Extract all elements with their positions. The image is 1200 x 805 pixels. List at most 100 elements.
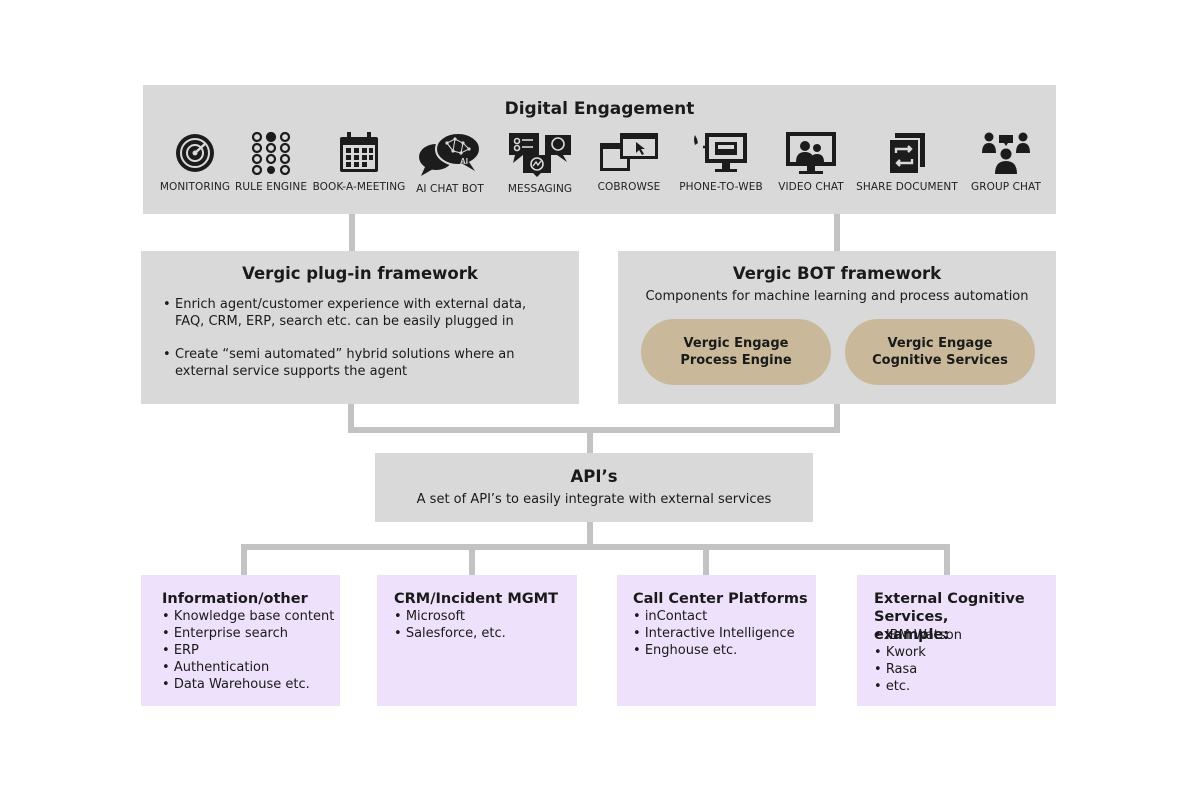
pill-line: Cognitive Services (872, 353, 1008, 368)
connector (944, 544, 950, 575)
connector (241, 544, 950, 550)
integration-title: CRM/Incident MGMT (394, 591, 558, 607)
channel-cobrowse: COBROWSE (577, 131, 681, 193)
list-item-text: IBM Watson (885, 628, 962, 643)
channel-ai-chat-bot: AI AI CHAT BOT (398, 131, 502, 195)
apis-title: API’s (570, 467, 618, 486)
group-chat-icon (982, 132, 1030, 174)
cognitive-services-pill: Vergic Engage Cognitive Services (845, 319, 1035, 385)
plugin-framework-panel: Vergic plug-in framework • Enrich agent/… (141, 251, 579, 404)
list-item: • ERP (162, 642, 334, 659)
list-item-text: Microsoft (405, 609, 465, 624)
list-item-text: Rasa (885, 662, 918, 677)
list-item-text: ERP (173, 643, 199, 658)
list-item-text: Knowledge base content (173, 609, 335, 624)
list-item-text: Enterprise search (173, 626, 289, 641)
channel-label: AI CHAT BOT (416, 183, 484, 195)
bullet-dot: • (163, 347, 171, 362)
cobrowse-icon (600, 133, 658, 171)
channel-rule-engine: RULE ENGINE (219, 131, 323, 193)
integration-title: External Cognitive Services, example: (874, 591, 1025, 643)
list-item: • inContact (633, 608, 810, 625)
bullet-dot: • (162, 643, 170, 658)
integration-list: • IBM Watson • Kwork • Rasa • etc. (874, 627, 1050, 695)
channel-label: COBROWSE (597, 181, 661, 193)
channel-label: GROUP CHAT (970, 181, 1042, 193)
integration-list: • Microsoft • Salesforce, etc. (394, 608, 571, 642)
rule-grid-icon (251, 131, 291, 175)
plugin-bullet: • Create “semi automated” hybrid solutio… (163, 346, 559, 380)
integration-crm-box: CRM/Incident MGMT • Microsoft • Salesfor… (377, 575, 577, 706)
bullet-dot: • (394, 609, 402, 624)
list-item: • etc. (874, 678, 1050, 695)
list-item: • Salesforce, etc. (394, 625, 571, 642)
channel-label: SHARE DOCUMENT (856, 181, 958, 193)
list-item-text: inContact (644, 609, 708, 624)
list-item: • Knowledge base content (162, 608, 334, 625)
ai-chat-icon: AI (419, 132, 481, 176)
bullet-dot: • (874, 628, 882, 643)
digital-engagement-title: Digital Engagement (504, 99, 695, 119)
integration-information-box: Information/other • Knowledge base conte… (141, 575, 340, 706)
bullet-dot: • (162, 609, 170, 624)
phone-to-web-icon (694, 133, 747, 172)
pill-line: Vergic Engage (887, 336, 993, 351)
integration-title: Information/other (162, 591, 308, 607)
channel-messaging: MESSAGING (488, 131, 592, 195)
bot-framework-panel: Vergic BOT framework Components for mach… (618, 251, 1056, 404)
connector (348, 404, 354, 433)
list-item-text: Interactive Intelligence (644, 626, 795, 641)
channel-label: PHONE-TO-WEB (679, 181, 763, 193)
plugin-bullet: • Enrich agent/customer experience with … (163, 296, 559, 330)
connector (348, 427, 840, 433)
bot-framework-title: Vergic BOT framework (732, 264, 942, 283)
bullet-dot: • (162, 677, 170, 692)
channel-label: RULE ENGINE (234, 181, 308, 193)
integration-call-center-box: Call Center Platforms • inContact • Inte… (617, 575, 816, 706)
bullet-dot: • (163, 297, 171, 312)
channel-book-a-meeting: BOOK-A-MEETING (307, 131, 411, 193)
channel-label: BOOK-A-MEETING (312, 181, 406, 193)
list-item: • Kwork (874, 644, 1050, 661)
bullet-dot: • (394, 626, 402, 641)
channel-label: MESSAGING (507, 183, 573, 195)
bullet-dot: • (633, 626, 641, 641)
connector (834, 404, 840, 433)
integration-list: • Knowledge base content • Enterprise se… (162, 608, 334, 693)
process-engine-pill: Vergic Engage Process Engine (641, 319, 831, 385)
bullet-dot: • (162, 626, 170, 641)
connector (349, 214, 355, 251)
bullet-dot: • (874, 679, 882, 694)
channel-video-chat: VIDEO CHAT (759, 131, 863, 193)
bullet-dot: • (874, 662, 882, 677)
ai-icon-text: AI (460, 157, 468, 166)
list-item: • IBM Watson (874, 627, 1050, 644)
connector (241, 544, 247, 575)
plugin-bullet-line: Create “semi automated” hybrid solutions… (175, 347, 515, 362)
bullet-dot: • (162, 660, 170, 675)
list-item-text: Salesforce, etc. (405, 626, 506, 641)
connector (469, 544, 475, 575)
apis-subtitle: A set of API’s to easily integrate with … (416, 492, 772, 507)
channel-share-document: SHARE DOCUMENT (855, 131, 959, 193)
connector (587, 522, 593, 547)
list-item: • Microsoft (394, 608, 571, 625)
bullet-dot: • (874, 645, 882, 660)
plugin-bullet-line: Enrich agent/customer experience with ex… (175, 297, 527, 312)
channel-label: MONITORING (159, 181, 231, 193)
pill-line: Process Engine (680, 353, 792, 368)
messaging-icon (509, 133, 571, 177)
video-chat-icon (786, 132, 836, 174)
connector (587, 427, 593, 453)
list-item-text: Enghouse etc. (644, 643, 738, 658)
list-item: • Interactive Intelligence (633, 625, 810, 642)
list-item: • Enterprise search (162, 625, 334, 642)
share-document-icon (888, 133, 925, 175)
plugin-bullet-line: external service supports the agent (175, 364, 408, 379)
apis-panel: API’s A set of API’s to easily integrate… (375, 453, 813, 522)
calendar-icon (340, 132, 378, 172)
channel-monitoring: MONITORING (143, 131, 247, 193)
list-item-text: Kwork (885, 645, 926, 660)
integration-list: • inContact • Interactive Intelligence •… (633, 608, 810, 659)
list-item: • Data Warehouse etc. (162, 676, 334, 693)
